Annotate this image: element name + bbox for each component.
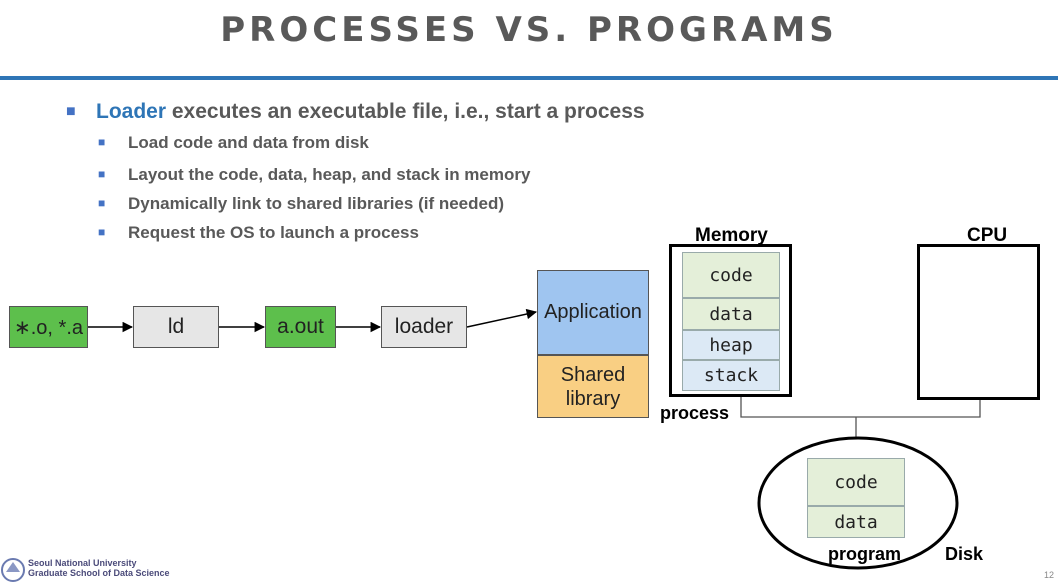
bullet-square-icon: ■ [98, 167, 106, 181]
memory-data-cell: data [682, 298, 780, 330]
cpu-frame [917, 244, 1040, 400]
sub-bullet: ■ Layout the code, data, heap, and stack … [98, 165, 530, 185]
disk-code-cell: code [807, 458, 905, 506]
loader-box: loader [381, 306, 467, 348]
memory-heap-cell: heap [682, 330, 780, 360]
application-box: Application [537, 270, 649, 355]
object-files-box: ∗.o, *.a [9, 306, 88, 348]
memory-stack-cell: stack [682, 360, 780, 391]
bullet-square-icon: ■ [98, 196, 106, 210]
memory-code-cell: code [682, 252, 780, 298]
disk-data-cell: data [807, 506, 905, 538]
linker-box: ld [133, 306, 219, 348]
shared-library-line2: library [565, 387, 621, 410]
footer-school: Graduate School of Data Science [28, 568, 170, 578]
sub-bullet-text: Layout the code, data, heap, and stack i… [128, 165, 531, 184]
disk-label: Disk [945, 544, 984, 564]
cpu-label: CPU [967, 225, 1008, 246]
page-number: 12 [1043, 570, 1054, 580]
sub-bullet-text: Dynamically link to shared libraries (if… [128, 194, 505, 213]
bullet-square-icon: ■ [98, 135, 106, 149]
sub-bullet: ■ Dynamically link to shared libraries (i… [98, 194, 504, 214]
bus-line [740, 394, 981, 418]
main-bullet: ■ Loader executes an executable file, i.e… [66, 100, 645, 124]
arrow-loader-to-application [466, 308, 538, 328]
title-divider [0, 76, 1058, 80]
page-title: PROCESSES VS. PROGRAMS [220, 10, 838, 50]
process-label: process [660, 403, 730, 423]
memory-label: Memory [695, 225, 768, 246]
program-label: program [828, 544, 902, 564]
university-logo-icon [1, 558, 25, 582]
bullet-text: executes an executable file, i.e., start… [166, 100, 645, 123]
sub-bullet-text: Load code and data from disk [128, 133, 369, 152]
bullet-square-icon: ■ [98, 225, 106, 239]
sub-bullet-text: Request the OS to launch a process [128, 223, 419, 242]
executable-box: a.out [265, 306, 336, 348]
bullet-keyword: Loader [96, 100, 167, 123]
shared-library-line1: Shared [560, 363, 626, 386]
sub-bullet: ■ Load code and data from disk [98, 133, 369, 153]
sub-bullet: ■ Request the OS to launch a process [98, 223, 419, 243]
footer-university: Seoul National University [28, 558, 137, 568]
shared-library-box: Shared library [537, 355, 649, 418]
bullet-square-icon: ■ [66, 103, 76, 120]
